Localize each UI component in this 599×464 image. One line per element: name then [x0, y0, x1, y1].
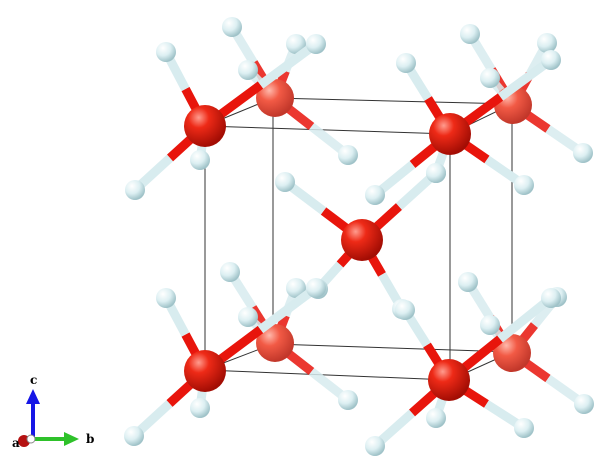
- hydrogen-atom: [338, 390, 358, 410]
- oxygen-atom: [428, 359, 470, 401]
- hydrogen-atom: [460, 24, 480, 44]
- axis-triad: c b a: [12, 373, 94, 450]
- oh-bond: [257, 284, 319, 334]
- oxygen-atom: [256, 324, 294, 362]
- hydrogen-atom: [275, 172, 295, 192]
- hydrogen-atom: [222, 17, 242, 37]
- hydrogen-atom: [190, 398, 210, 418]
- b-axis-label: b: [86, 432, 94, 446]
- oh-bond: [497, 294, 554, 343]
- hydrogen-atom: [238, 307, 258, 327]
- hydrogen-atom: [365, 185, 385, 205]
- oxygen-atom: [184, 105, 226, 147]
- hydrogen-atom: [190, 150, 210, 170]
- hydrogen-atom: [458, 272, 478, 292]
- oxygen-atom: [184, 350, 226, 392]
- hydrogen-atom: [574, 394, 594, 414]
- hydrogen-atom: [220, 262, 240, 282]
- hydrogen-atom: [156, 288, 176, 308]
- oh-bond: [497, 56, 554, 101]
- hydrogen-atom: [338, 145, 358, 165]
- hydrogen-atom: [156, 42, 176, 62]
- hydrogen-atom: [238, 60, 258, 80]
- hydrogen-atom: [365, 436, 385, 456]
- atoms-and-bonds: [124, 17, 594, 456]
- a-axis-label: a: [12, 436, 20, 450]
- hydrogen-atom: [537, 33, 557, 53]
- oxygen-atom: [429, 113, 471, 155]
- hydrogen-atom: [480, 68, 500, 88]
- hydrogen-atom: [395, 300, 415, 320]
- hydrogen-atom: [306, 278, 326, 298]
- hydrogen-atom: [480, 315, 500, 335]
- hydrogen-atom: [286, 34, 306, 54]
- hydrogen-atom: [426, 408, 446, 428]
- hydrogen-atom: [396, 53, 416, 73]
- axis-origin: [26, 434, 36, 444]
- oh-bond: [257, 40, 319, 89]
- oxygen-atom: [256, 79, 294, 117]
- hydrogen-atom: [514, 175, 534, 195]
- c-axis-arrowhead: [26, 389, 40, 404]
- oxygen-atom: [341, 219, 383, 261]
- b-axis-arrowhead: [64, 432, 79, 446]
- hydrogen-atom: [125, 180, 145, 200]
- oxygen-atom: [493, 334, 531, 372]
- hydrogen-atom: [541, 288, 561, 308]
- hydrogen-atom: [306, 34, 326, 54]
- hydrogen-atom: [541, 50, 561, 70]
- c-axis-label: c: [30, 373, 37, 387]
- hydrogen-atom: [573, 143, 593, 163]
- hydrogen-atom: [426, 163, 446, 183]
- hydrogen-atom: [286, 278, 306, 298]
- hydrogen-atom: [514, 418, 534, 438]
- hydrogen-atom: [124, 426, 144, 446]
